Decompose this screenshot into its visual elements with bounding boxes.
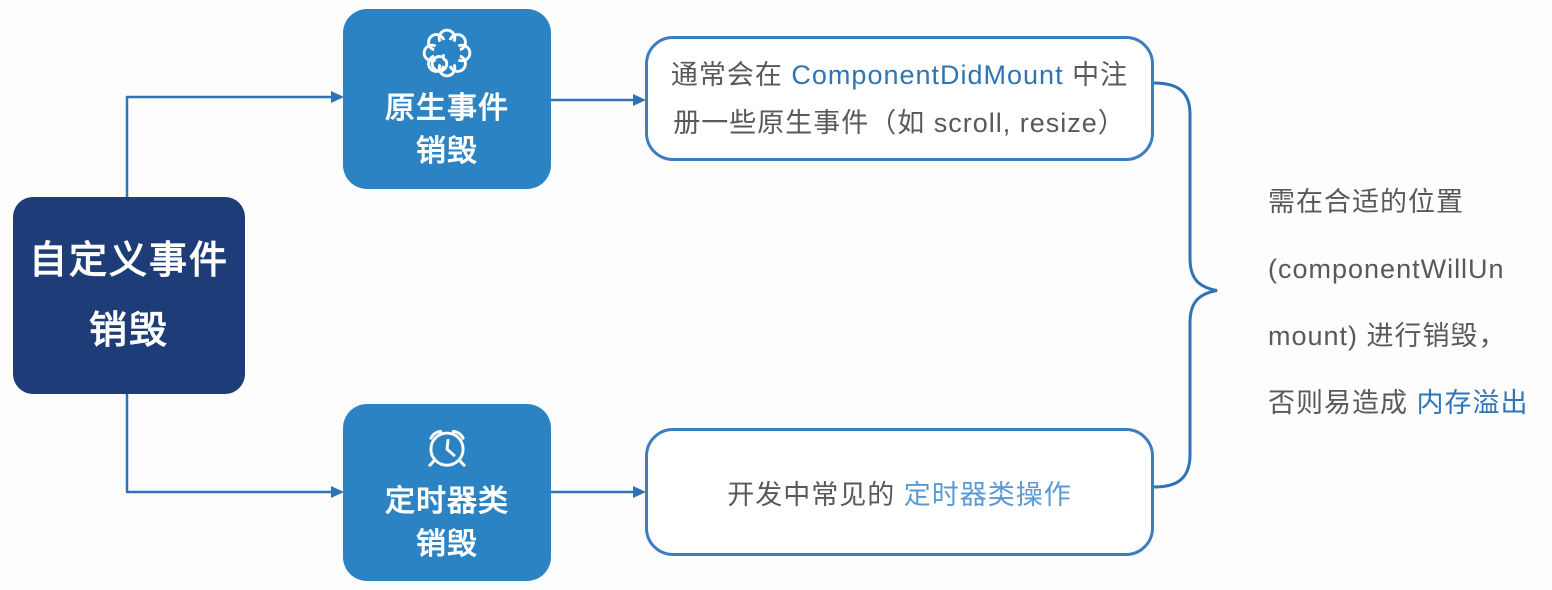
curly-brace: [1152, 81, 1218, 489]
gear-icon: [422, 28, 472, 77]
node-label-line1: 自定义事件: [28, 239, 229, 282]
conclusion-highlight-memory-overflow: 内存溢出: [1416, 388, 1529, 418]
conclusion-line2: (componentWillUn: [1268, 254, 1505, 284]
note-highlight-componentdidmount: ComponentDidMount: [791, 59, 1064, 90]
node-label-line2: 销毁: [416, 528, 478, 561]
arrowhead-note-native: [633, 94, 646, 106]
alarm-clock-icon: [428, 430, 466, 467]
node-timer-destroy: 定时器类 销毁: [343, 404, 551, 581]
note-native-events: 通常会在 ComponentDidMount 中注 册一些原生事件（如 scro…: [645, 36, 1154, 161]
connector-root-to-native: [125, 95, 333, 199]
note-text: 开发中常见的: [727, 479, 904, 510]
conclusion-line3: mount) 进行销毁，: [1268, 321, 1507, 351]
note-line2: 册一些原生事件（如 scroll, resize）: [673, 107, 1126, 138]
note-highlight-timer-ops: 定时器类操作: [903, 479, 1072, 510]
node-custom-event-destroy: 自定义事件 销毁: [13, 197, 245, 394]
conclusion-line1: 需在合适的位置: [1268, 187, 1464, 217]
node-label-line1: 定时器类: [385, 485, 509, 518]
arrowhead-note-timer: [633, 486, 646, 498]
node-label-line2: 销毁: [88, 309, 169, 352]
node-label-line2: 销毁: [416, 134, 478, 168]
note-text: 中注: [1063, 59, 1129, 90]
arrowhead-timer: [331, 486, 344, 498]
conclusion-text: 需在合适的位置 (componentWillUn mount) 进行销毁， 否则…: [1268, 169, 1540, 437]
conclusion-line4: 否则易造成 内存溢出: [1268, 370, 1540, 437]
note-line1: 通常会在 ComponentDidMount 中注: [671, 51, 1128, 99]
connector-root-to-timer: [125, 392, 333, 494]
conclusion-text-part: 否则易造成: [1268, 388, 1417, 418]
node-label-line1: 原生事件: [385, 91, 509, 125]
node-native-event-destroy: 原生事件 销毁: [343, 9, 551, 189]
note-text: 通常会在: [670, 59, 792, 90]
arrowhead-native: [331, 91, 344, 103]
note-line1: 开发中常见的 定时器类操作: [727, 473, 1072, 512]
note-timer-operations: 开发中常见的 定时器类操作: [645, 428, 1154, 556]
